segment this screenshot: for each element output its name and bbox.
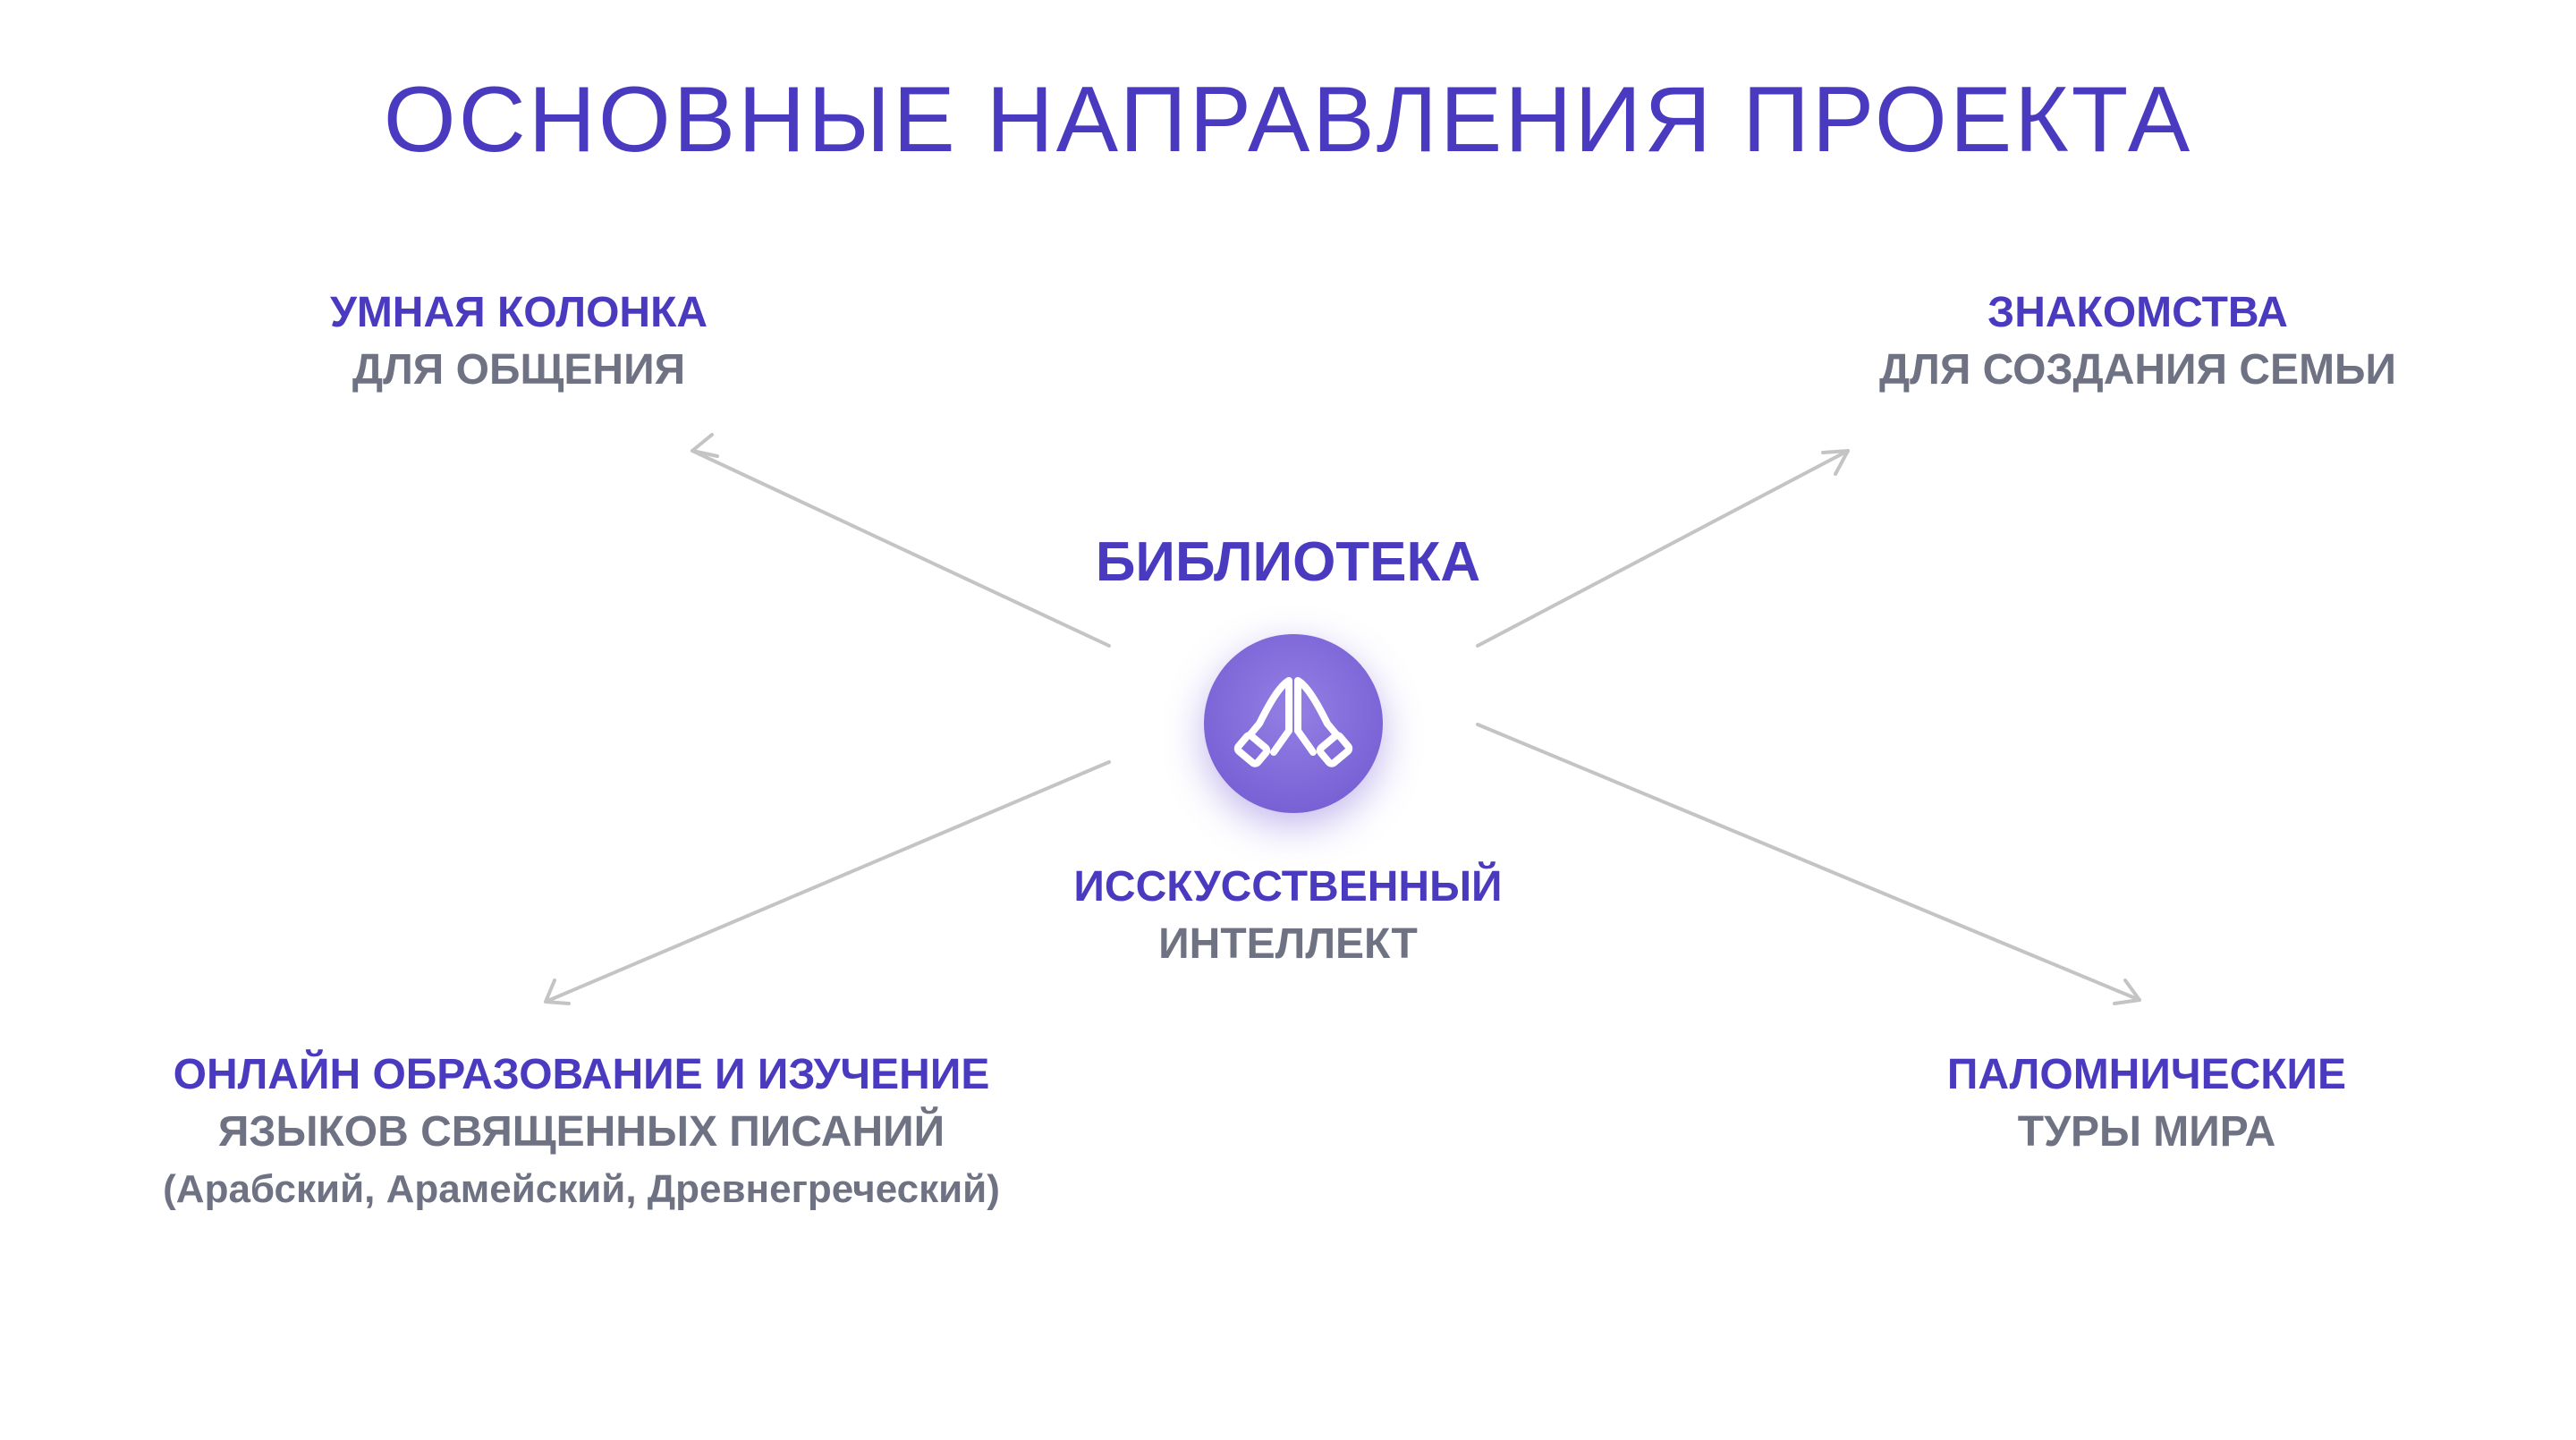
arrow-top-right — [1476, 449, 1850, 648]
node-smart-speaker-line2: ДЛЯ ОБЩЕНИЯ — [352, 346, 686, 394]
node-pilgrimage-tours-line1: ПАЛОМНИЧЕСКИЕ — [1946, 1051, 2347, 1098]
node-online-education-line3: (Арабский, Арамейский, Древнегреческий) — [163, 1167, 1000, 1211]
node-dating-line2: ДЛЯ СОЗДАНИЯ СЕМЬИ — [1878, 346, 2397, 394]
arrow-bottom-right — [1476, 723, 2141, 1005]
node-online-education-line1: ОНЛАЙН ОБРАЗОВАНИЕ И ИЗУЧЕНИЕ — [173, 1051, 990, 1098]
node-online-education: ОНЛАЙН ОБРАЗОВАНИЕ И ИЗУЧЕНИЕ ЯЗЫКОВ СВЯ… — [54, 1054, 1109, 1209]
center-hub — [1204, 634, 1383, 813]
arrow-top-left — [691, 433, 1111, 648]
center-label-library: БИБЛИОТЕКА — [1020, 535, 1556, 590]
center-label-ai: ИССКУССТВЕННЫЙ ИНТЕЛЛЕКТ — [975, 866, 1601, 966]
node-online-education-line2: ЯЗЫКОВ СВЯЩЕННЫХ ПИСАНИЙ — [217, 1108, 945, 1156]
node-pilgrimage-tours: ПАЛОМНИЧЕСКИЕ ТУРЫ МИРА — [1834, 1054, 2460, 1154]
page-title: ОСНОВНЫЕ НАПРАВЛЕНИЯ ПРОЕКТА — [383, 68, 2193, 172]
node-dating-line1: ЗНАКОМСТВА — [1987, 289, 2288, 336]
center-label-library-text: БИБЛИОТЕКА — [1095, 531, 1481, 593]
node-dating: ЗНАКОМСТВА ДЛЯ СОЗДАНИЯ СЕМЬИ — [1780, 292, 2496, 392]
node-pilgrimage-tours-line2: ТУРЫ МИРА — [2017, 1108, 2276, 1156]
praying-hands-icon — [1233, 677, 1353, 767]
center-label-ai-line1: ИССКУССТВЕННЫЙ — [1073, 863, 1503, 911]
center-label-ai-line2: ИНТЕЛЛЕКТ — [1158, 920, 1418, 968]
node-smart-speaker-line1: УМНАЯ КОЛОНКА — [329, 289, 708, 336]
arrow-bottom-left — [544, 760, 1111, 1005]
node-smart-speaker: УМНАЯ КОЛОНКА ДЛЯ ОБЩЕНИЯ — [224, 292, 814, 392]
